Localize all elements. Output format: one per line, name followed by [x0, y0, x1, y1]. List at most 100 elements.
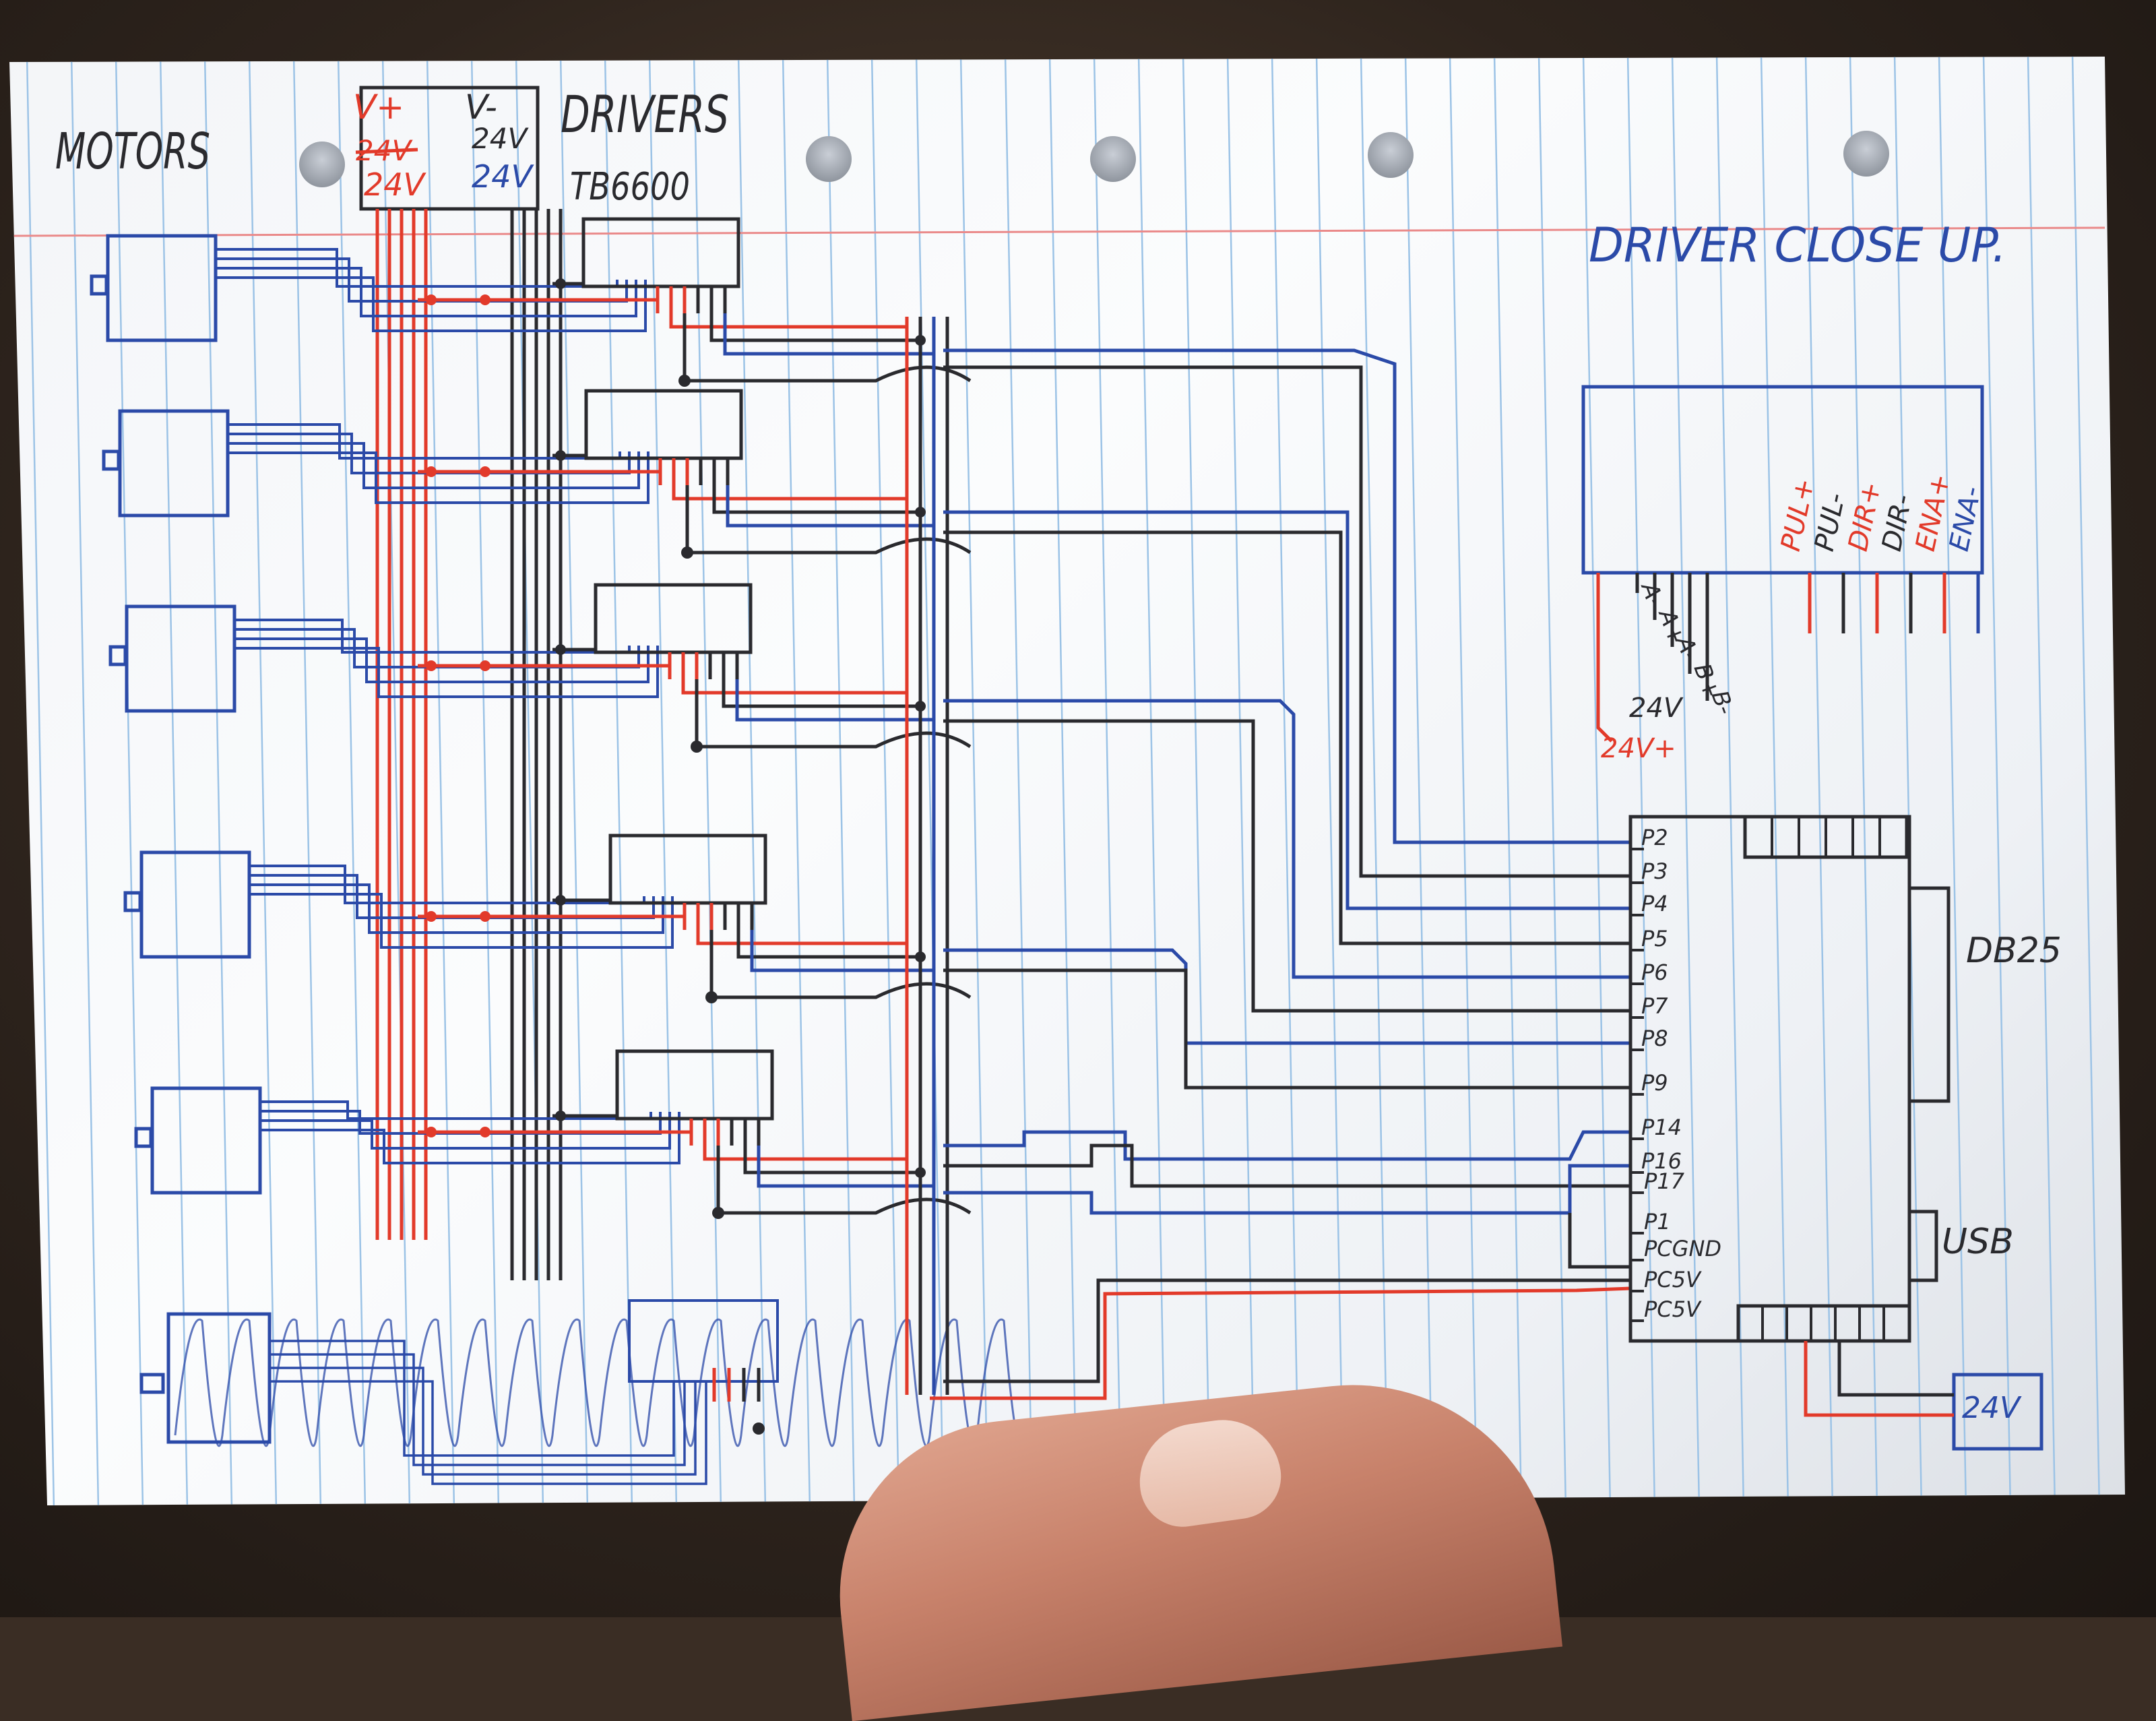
motor-shaft — [108, 645, 127, 666]
breakout-pin-label: P1 — [1644, 1209, 1671, 1234]
junction-dot — [712, 1207, 724, 1219]
driver-signal-wire — [696, 930, 907, 945]
junction-dot — [555, 1110, 566, 1121]
run-p6 — [943, 699, 1630, 979]
run-p8 — [943, 948, 1630, 1045]
punch-holes — [299, 131, 1889, 187]
psu-vminus-label: V- — [465, 88, 497, 127]
strike-through — [355, 148, 418, 154]
junction-dot — [555, 644, 566, 655]
junction-dot — [678, 375, 691, 387]
motor-shaft — [90, 274, 108, 296]
motor-wire — [216, 276, 647, 332]
db25-connector — [1909, 886, 1951, 1103]
junction-dot — [426, 294, 437, 305]
driver-signal-wire — [669, 313, 907, 329]
ruled-line — [1315, 57, 1345, 1505]
psu-24v-black-label: 24V — [472, 122, 529, 155]
motor-shaft — [139, 1373, 165, 1394]
junction-dot — [480, 466, 490, 477]
junction-dot — [753, 1422, 765, 1435]
motor-wire — [234, 646, 659, 698]
stepper-motor-box — [166, 1312, 272, 1444]
ruled-line — [1048, 57, 1078, 1505]
driver-signal-wire — [735, 679, 934, 722]
motor-wire — [249, 865, 645, 904]
motor-wire — [216, 267, 637, 317]
motor-driver-row — [108, 583, 972, 753]
ruled-line — [1093, 57, 1122, 1505]
margin-line — [9, 226, 2105, 237]
punch-hole — [1368, 132, 1414, 178]
bottom-terminal-block — [1736, 1304, 1911, 1343]
ruled-line — [782, 57, 811, 1505]
psu-bottom-label: 24V — [1962, 1391, 2022, 1425]
punch-hole — [1090, 136, 1136, 182]
motor-driver-rows — [90, 217, 1025, 1485]
run-p4 — [943, 510, 1630, 910]
tb6600-driver-box — [581, 217, 740, 288]
breakout-runs — [930, 348, 1631, 1400]
ruled-line — [870, 57, 900, 1505]
ruled-line — [1271, 57, 1300, 1505]
ruled-line — [470, 57, 500, 1505]
motor-shaft — [123, 891, 142, 912]
ruled-lines — [26, 57, 2125, 1505]
run-p3 — [943, 365, 1630, 878]
punch-hole — [806, 136, 852, 182]
motor-shaft — [134, 1127, 153, 1148]
motor-wire — [249, 874, 655, 919]
run-p17 — [943, 1164, 1630, 1215]
ruled-line — [648, 57, 678, 1505]
ruled-line — [915, 57, 945, 1505]
psu-24v-red-label: 24V — [364, 166, 427, 203]
driver-signal-wire — [709, 313, 920, 342]
motor-wire — [228, 423, 621, 460]
ruled-line — [248, 57, 278, 1505]
signal-trunk — [905, 317, 949, 1395]
motor-wire — [228, 451, 649, 504]
junction-dot — [555, 895, 566, 906]
closeup-supply-label-1: 24V — [1629, 693, 1684, 724]
ruled-line — [1004, 57, 1034, 1505]
breakout-outline — [1628, 815, 1911, 1343]
breakout-pin-label: P2 — [1641, 825, 1668, 850]
breakout-pin-label: P3 — [1641, 858, 1668, 884]
junction-dot — [480, 911, 490, 922]
breakout-pin-label: P7 — [1641, 993, 1668, 1019]
driver-closeup: ENA-ENA+DIR-DIR+PUL-PUL+ A-A+A-B+B- 24V … — [1581, 385, 1988, 764]
ruled-line — [1715, 57, 1745, 1505]
junction-dot — [691, 741, 703, 753]
ruled-line — [604, 57, 633, 1505]
motor-wire — [270, 1340, 675, 1457]
stepper-motor-box — [150, 1086, 262, 1195]
motor-wire — [249, 883, 664, 934]
ruled-line — [2116, 57, 2125, 1505]
motor-wire — [234, 619, 631, 654]
closeup-right-pins: ENA-ENA+DIR-DIR+PUL-PUL+ — [1775, 471, 1988, 633]
motor-wire — [234, 637, 649, 683]
drivers-heading: DRIVERS — [561, 84, 729, 144]
ruled-line — [2071, 57, 2101, 1505]
motors-heading: MOTORS — [55, 123, 210, 181]
driver-signal-wire — [703, 1146, 907, 1161]
motor-wire — [260, 1112, 680, 1164]
ruled-line — [1493, 57, 1523, 1505]
ruled-line — [1226, 57, 1256, 1505]
stepper-motor-box — [125, 604, 236, 713]
ruled-line — [2027, 57, 2056, 1505]
driver-signal-wire — [681, 679, 907, 695]
run-pcgnd — [943, 1278, 1630, 1383]
motor-wire — [270, 1353, 686, 1466]
ruled-line — [1671, 57, 1701, 1505]
junction-dot — [426, 660, 437, 671]
run-p5 — [943, 530, 1630, 945]
motor-wire — [270, 1367, 697, 1476]
breakout-pin-label: P14 — [1641, 1115, 1682, 1140]
breakout-pin-label: P4 — [1641, 891, 1668, 916]
ruled-line — [292, 57, 322, 1505]
motor-driver-row — [134, 1049, 972, 1219]
ruled-line — [1360, 57, 1389, 1505]
ruled-line — [203, 57, 233, 1505]
driver-signal-wire — [723, 313, 934, 356]
